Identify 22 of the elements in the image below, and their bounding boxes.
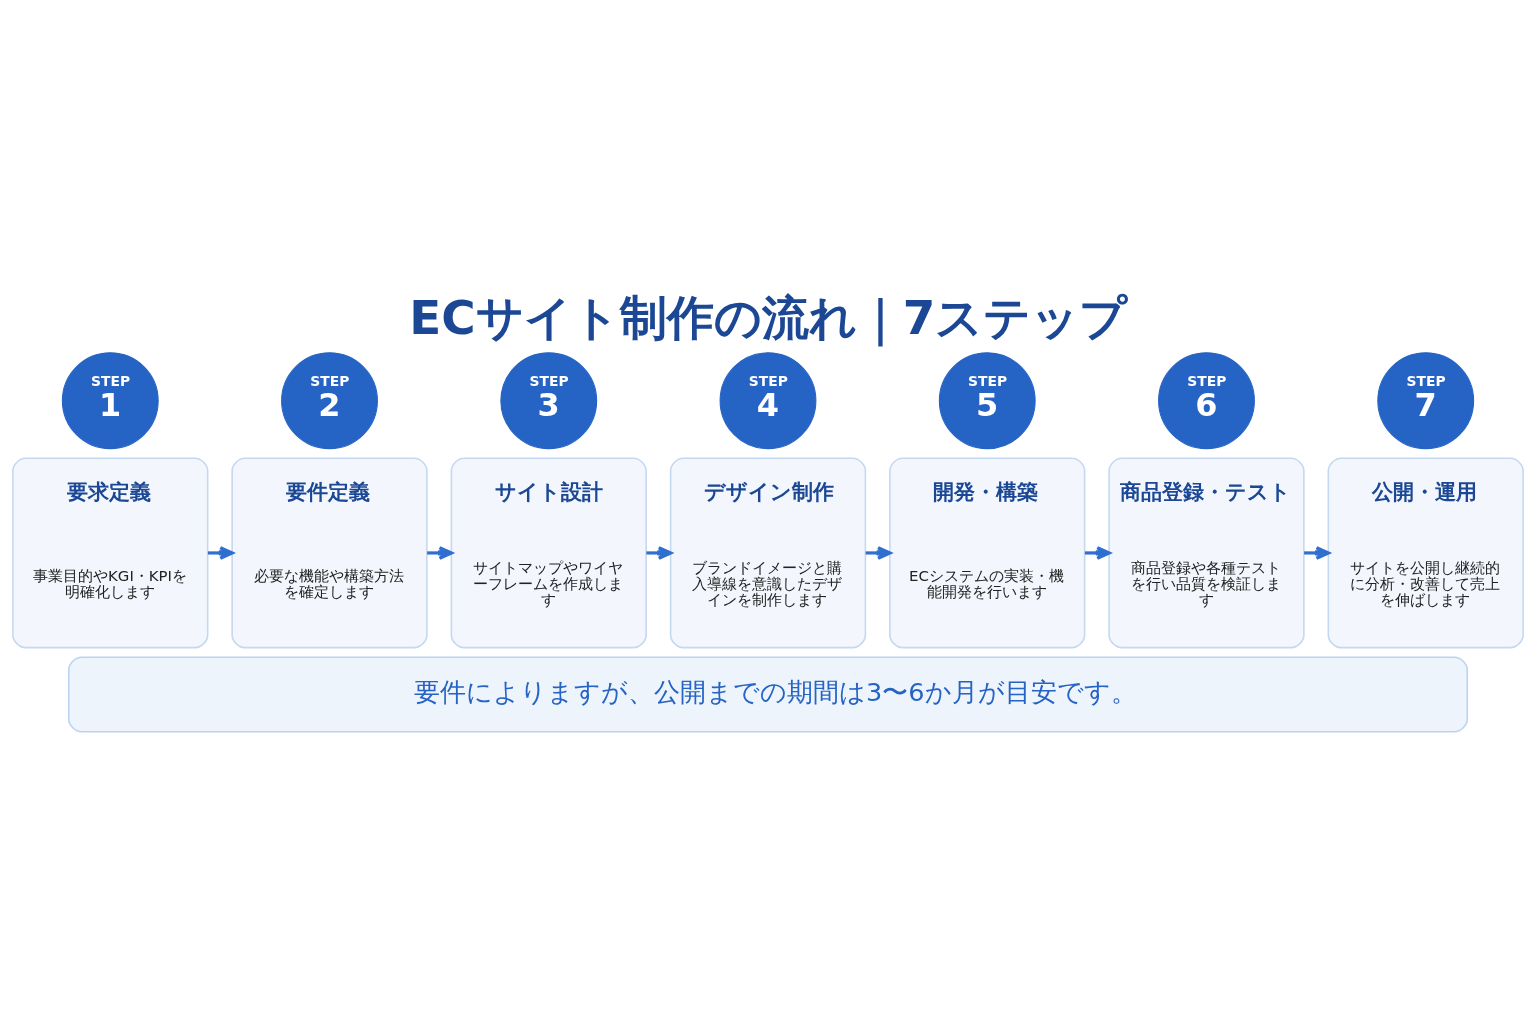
node-circle: STEP 6 xyxy=(1158,351,1255,449)
node-box: 要求定義 事業目的やKGI・KPIを明確化します xyxy=(12,456,209,648)
arrow xyxy=(207,545,234,560)
node-box: 要件定義 必要な機能や構築方法を確定します xyxy=(231,456,428,648)
node-box: 開発・構築 ECシステムの実装・機能開発を行います xyxy=(889,456,1086,648)
arrow xyxy=(1084,545,1111,560)
node-box: 要件によりますが、公開までの期間は3〜6か月が目安です。 xyxy=(67,655,1469,733)
node-circle: STEP 3 xyxy=(500,351,598,449)
arrow xyxy=(1304,545,1330,560)
node-circle: STEP 5 xyxy=(938,351,1036,449)
node-circle: STEP 1 xyxy=(61,351,159,449)
node-circle: STEP 2 xyxy=(281,351,378,449)
node-box: 商品登録・テスト 商品登録や各種テストを行い品質を検証します xyxy=(1108,456,1305,648)
arrow xyxy=(646,545,673,560)
node-circle: STEP 4 xyxy=(719,351,817,449)
node-box: サイト設計 サイトマップやワイヤーフレームを作成します xyxy=(450,456,647,648)
node-box: 公開・運用 サイトを公開し継続的に分析・改善して売上を伸ばします xyxy=(1327,456,1524,648)
diagram-title: ECサイト制作の流れ｜7ステップ xyxy=(409,290,1128,345)
arrow xyxy=(427,545,453,560)
node-box: デザイン制作 ブランドイメージと購入導線を意識したデザインを制作します xyxy=(669,456,867,648)
node-circle: STEP 7 xyxy=(1377,351,1475,449)
arrow xyxy=(865,545,892,560)
